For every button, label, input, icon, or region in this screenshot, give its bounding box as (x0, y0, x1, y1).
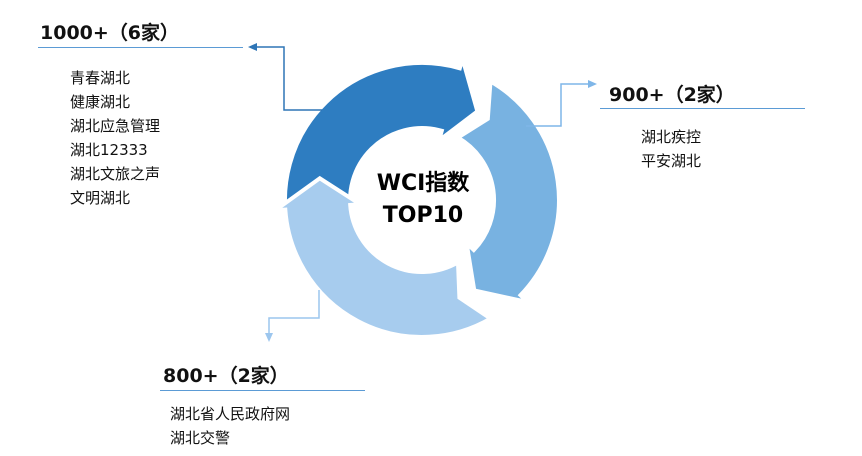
group-1000-list: 青春湖北 健康湖北 湖北应急管理 湖北12333 湖北文旅之声 文明湖北 (70, 66, 160, 210)
group-800-list: 湖北省人民政府网 湖北交警 (170, 402, 290, 450)
group-900-title: 900+（2家） (609, 84, 735, 106)
list-item: 文明湖北 (70, 189, 131, 207)
list-item: 湖北交警 (170, 429, 231, 447)
connector-900 (526, 83, 592, 127)
connector-arrow-1000 (248, 43, 257, 51)
ring-arrow-800 (268, 175, 495, 339)
list-item: 健康湖北 (70, 93, 131, 111)
list-item: 湖北省人民政府网 (170, 405, 291, 423)
group-1000-title: 1000+（6家） (40, 22, 180, 44)
group-800-title: 800+（2家） (163, 365, 289, 387)
connector-arrow-900 (588, 80, 597, 88)
center-label: WCI指数 TOP10 (353, 168, 493, 232)
center-subtitle: TOP10 (382, 203, 464, 228)
connector-800 (268, 290, 320, 337)
group-900-underline (600, 108, 805, 109)
ring-arrow-900 (454, 78, 561, 306)
list-item: 平安湖北 (641, 152, 702, 170)
list-item: 湖北12333 (70, 141, 148, 159)
center-title: WCI指数 (376, 171, 470, 196)
group-800-underline (160, 390, 365, 391)
connector-1000 (252, 46, 322, 111)
group-1000-underline (38, 47, 243, 48)
list-item: 湖北文旅之声 (70, 165, 161, 183)
list-item: 湖北疾控 (641, 128, 702, 146)
list-item: 青春湖北 (70, 69, 131, 87)
list-item: 湖北应急管理 (70, 117, 161, 135)
group-900-list: 湖北疾控 平安湖北 (641, 125, 701, 173)
connector-arrow-800 (265, 333, 273, 342)
